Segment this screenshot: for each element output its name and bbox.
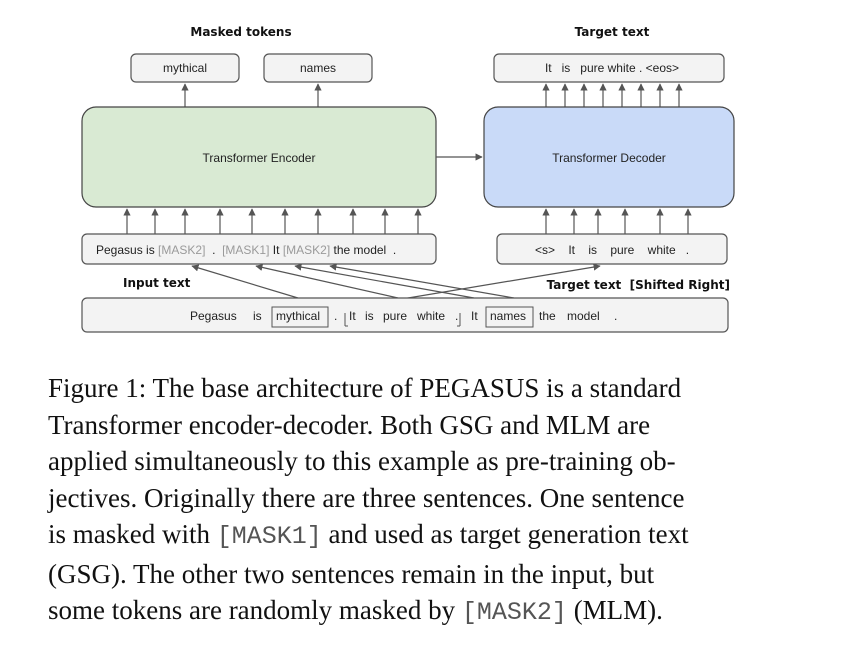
source-token: It	[471, 309, 478, 323]
mask2-token: [MASK2]	[283, 243, 330, 257]
caption-line: some tokens are randomly masked by [MASK…	[48, 592, 774, 632]
transformer-decoder: Transformer Decoder	[483, 106, 735, 208]
mythical-highlight	[271, 306, 329, 328]
mask1-code: [MASK1]	[216, 522, 322, 551]
source-text-box: Pegasus is mythical . It is pure white .…	[81, 297, 729, 333]
source-token: .	[455, 309, 458, 323]
source-token: It	[349, 309, 356, 323]
svg-text:Pegasus is [MASK2] . [MASK1]: Pegasus is [MASK2] . [MASK1] It [MASK2] …	[96, 243, 396, 257]
decoder-input-text: <s> It is pure white .	[535, 243, 689, 257]
source-token: white	[416, 309, 445, 323]
input-token: Pegasus is	[96, 243, 155, 257]
encoder-input-box: Pegasus is [MASK2] . [MASK1] It [MASK2] …	[81, 233, 437, 265]
source-token: is	[253, 309, 262, 323]
masked-token-box-names: names	[263, 53, 373, 83]
input-token: .	[393, 243, 396, 257]
target-text-label: It is pure white . <eos>	[545, 61, 679, 75]
masked-token-box-mythical: mythical	[130, 53, 240, 83]
decoder-input-box: <s> It is pure white .	[496, 233, 728, 265]
source-token: mythical	[276, 309, 320, 323]
target-text-box: It is pure white . <eos>	[493, 53, 725, 83]
source-token: is	[365, 309, 374, 323]
encoder-input-arrows	[123, 208, 422, 234]
caption-line: Figure 1: The base architecture of PEGAS…	[48, 373, 682, 403]
mask2-token: [MASK2]	[158, 243, 205, 257]
caption-text: and used as target generation text	[321, 519, 689, 549]
sentence-bracket	[344, 313, 461, 327]
input-token: It	[273, 243, 280, 257]
caption-text: some tokens are randomly masked by	[48, 595, 462, 625]
pegasus-architecture-diagram: Masked tokens Target text mythical names…	[81, 25, 735, 333]
shifted-right-label: Target text [Shifted Right]	[547, 278, 730, 292]
caption-line: Transformer encoder-decoder. Both GSG an…	[48, 409, 651, 440]
source-token: the	[539, 309, 556, 323]
caption-line: jectives. Originally there are three sen…	[48, 482, 685, 513]
decoder-output-arrows	[542, 83, 683, 107]
mask1-token: [MASK1]	[222, 243, 269, 257]
source-token: Pegasus	[190, 309, 237, 323]
caption-line: applied simultaneously to this example a…	[48, 446, 676, 476]
input-text-label: Input text	[123, 276, 191, 290]
caption-text: (MLM).	[566, 595, 663, 625]
masked-tokens-title: Masked tokens	[190, 25, 291, 39]
decoder-input-arrows	[542, 208, 692, 234]
decoder-label: Transformer Decoder	[552, 151, 666, 165]
routing-arrows	[191, 263, 601, 301]
source-token: names	[490, 309, 526, 323]
input-token: .	[212, 243, 215, 257]
caption-text: is masked with	[48, 519, 217, 549]
source-token: .	[614, 309, 617, 323]
masked-token-label: names	[300, 61, 336, 75]
mask2-code: [MASK2]	[461, 598, 567, 627]
transformer-encoder: Transformer Encoder	[81, 106, 437, 208]
figure-caption: Figure 1: The base architecture of PEGAS…	[48, 370, 774, 632]
source-token: .	[334, 309, 337, 323]
caption-line: is masked with [MASK1] and used as targe…	[48, 516, 774, 556]
caption-line: (GSG). The other two sentences remain in…	[48, 558, 655, 589]
encoder-label: Transformer Encoder	[203, 151, 316, 165]
masked-token-label: mythical	[163, 61, 207, 75]
source-token: pure	[383, 309, 407, 323]
source-token: model	[567, 309, 600, 323]
input-token: the model	[334, 243, 387, 257]
target-text-title: Target text	[575, 25, 650, 39]
names-highlight	[485, 306, 534, 328]
